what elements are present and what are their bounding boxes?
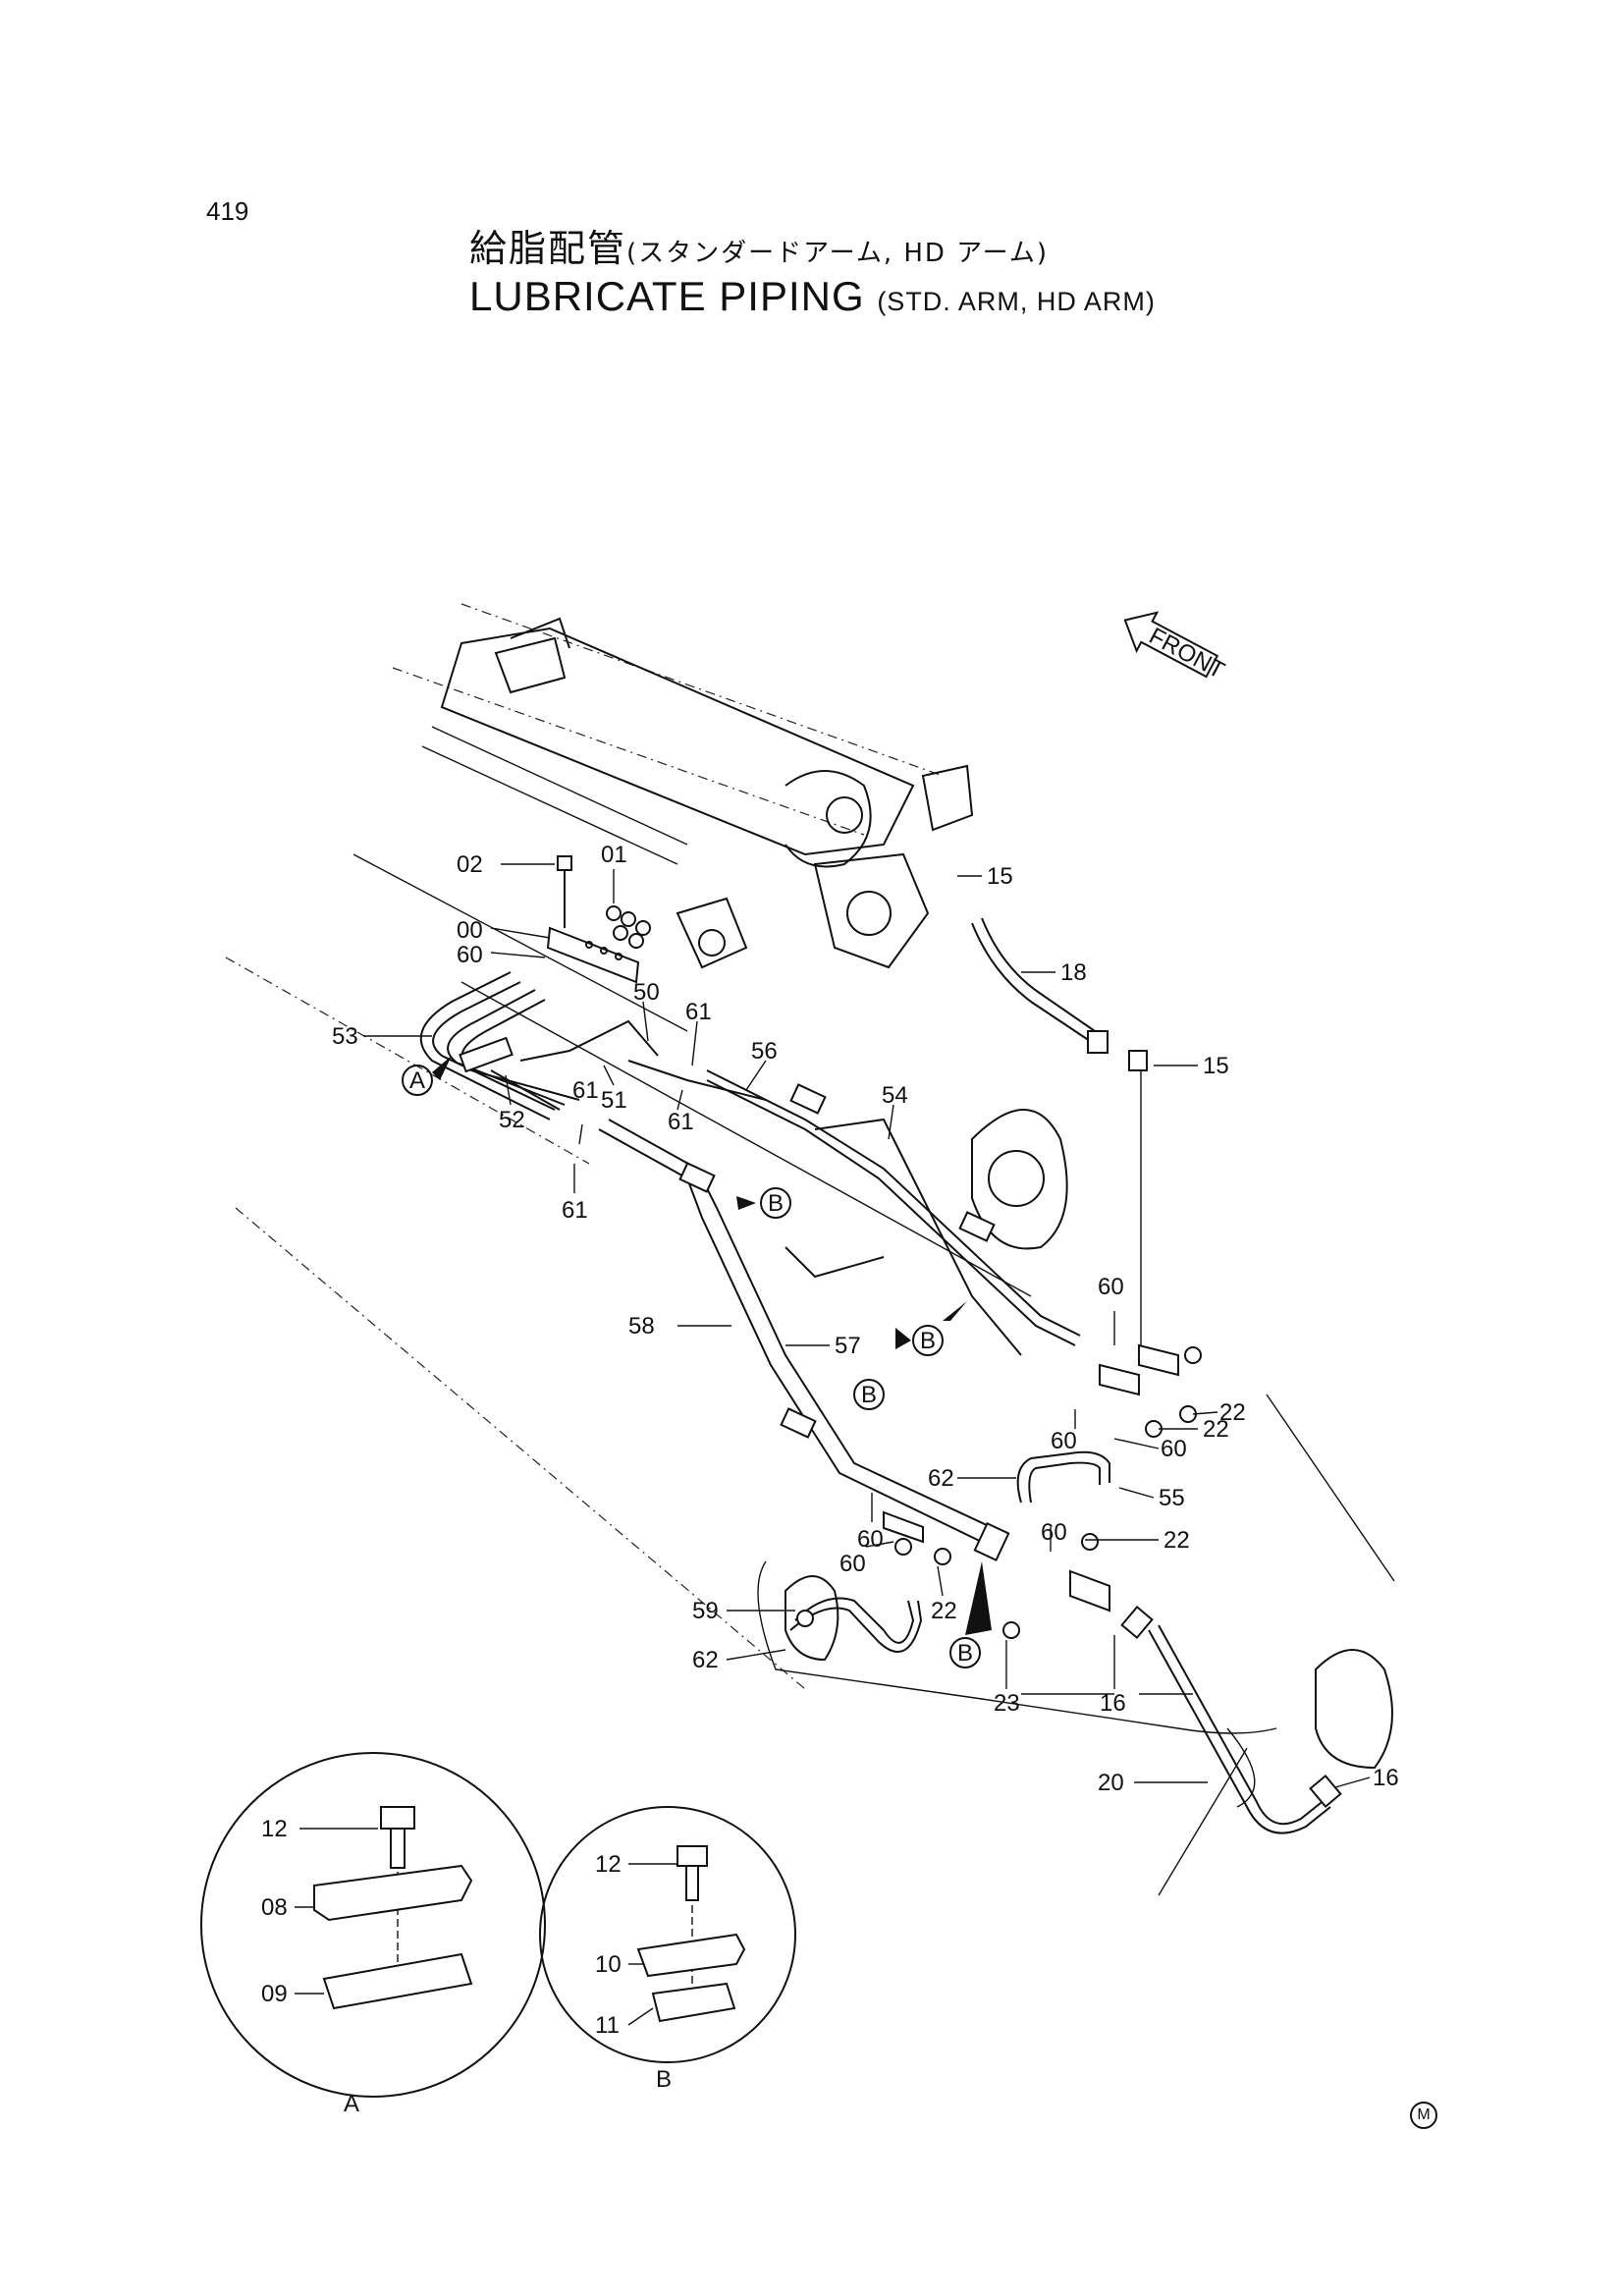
- callout-02: 01: [601, 842, 627, 868]
- callout-62: 62: [928, 1465, 954, 1492]
- callout-59: 59: [692, 1598, 719, 1624]
- detail-b-callout-11: 11: [595, 2012, 620, 2039]
- page-title-english: LUBRICATE PIPING (STD. ARM, HD ARM): [469, 273, 1156, 320]
- callout-60-b: 60: [1098, 1274, 1124, 1300]
- manifold-block: [546, 855, 651, 984]
- callout-16-b: 16: [1373, 1765, 1399, 1791]
- lower-pipes: [789, 1343, 1202, 1653]
- grease-nipples-01: [606, 905, 651, 949]
- callout-15: 15: [987, 863, 1013, 890]
- callout-58: 58: [628, 1313, 655, 1339]
- callout-23: 23: [994, 1690, 1020, 1717]
- title-jp-main: 給脂配管: [469, 227, 627, 270]
- mid-pipes: [598, 1069, 1081, 1561]
- arm-cylinder: [392, 603, 974, 969]
- callout-00: 00: [457, 917, 483, 944]
- callout-01: 02: [457, 851, 483, 878]
- callout-55: 55: [1159, 1485, 1185, 1511]
- callout-60-f: 60: [839, 1551, 866, 1577]
- callout-52: 52: [499, 1107, 525, 1133]
- page-title-japanese: 給脂配管(スタンダードアーム, HD アーム): [469, 218, 1049, 272]
- callout-22: 22: [1219, 1399, 1246, 1426]
- callout-60-c: 60: [1051, 1428, 1077, 1454]
- detail-a-callout-12: 12: [261, 1816, 288, 1842]
- callout-53: 53: [332, 1023, 358, 1050]
- callout-20: 20: [1098, 1770, 1124, 1796]
- detail-a-label: A: [344, 2091, 359, 2117]
- detail-b-callout-12: 12: [595, 1851, 622, 1878]
- page-number: 419: [206, 196, 249, 226]
- callout-22-c: 22: [931, 1598, 957, 1624]
- leader-lines: [363, 863, 1371, 1788]
- detail-a: 12 08 09 A: [200, 1752, 546, 2117]
- detail-reference-markers: A B B B B: [402, 1056, 992, 1668]
- callouts: 02 01 00 60 53 50 61 56 51 61 52 61 61 5…: [332, 842, 1399, 1796]
- detail-ref-b-2: B: [920, 1328, 936, 1354]
- callout-18: 18: [1060, 959, 1087, 986]
- hoses: [971, 917, 1342, 1834]
- callout-60-e: 60: [857, 1526, 884, 1553]
- callout-61-d: 61: [562, 1197, 588, 1224]
- callout-22-b: 22: [1203, 1416, 1229, 1443]
- callout-16: 16: [1100, 1690, 1126, 1717]
- callout-51: 51: [601, 1087, 627, 1114]
- callout-60: 60: [457, 942, 483, 968]
- callout-62-b: 62: [692, 1647, 719, 1673]
- front-label: FRONT: [1145, 623, 1229, 684]
- detail-ref-b-4: B: [957, 1640, 973, 1667]
- title-en-main: LUBRICATE PIPING: [469, 273, 865, 319]
- callout-61-b: 61: [668, 1109, 694, 1135]
- detail-b-callout-10: 10: [595, 1951, 622, 1978]
- corner-mark: M: [1410, 2102, 1437, 2129]
- callout-57: 57: [835, 1333, 861, 1359]
- title-jp-subtitle: (スタンダードアーム, HD アーム): [626, 239, 1049, 268]
- detail-ref-b-3: B: [861, 1382, 877, 1408]
- callout-54: 54: [882, 1082, 908, 1109]
- callout-60-g: 60: [1041, 1519, 1067, 1546]
- callout-60-d: 60: [1161, 1436, 1187, 1462]
- detail-a-callout-08: 08: [261, 1894, 288, 1921]
- callout-50: 50: [633, 979, 660, 1006]
- arm-body: [225, 853, 1395, 1896]
- callout-22-d: 22: [1163, 1527, 1190, 1554]
- callout-15-b: 15: [1203, 1053, 1229, 1079]
- detail-ref-a: A: [409, 1067, 425, 1094]
- detail-b: 12 10 11 B: [539, 1806, 796, 2093]
- callout-56: 56: [751, 1038, 778, 1065]
- callout-61-c: 61: [572, 1077, 599, 1104]
- detail-ref-b: B: [768, 1190, 784, 1217]
- detail-a-callout-09: 09: [261, 1981, 288, 2007]
- title-en-subtitle: (STD. ARM, HD ARM): [877, 287, 1156, 316]
- pipe-bundle: [419, 971, 767, 1121]
- callout-61: 61: [685, 999, 712, 1025]
- detail-b-label: B: [656, 2066, 672, 2093]
- front-arrow: FRONT: [1123, 611, 1229, 684]
